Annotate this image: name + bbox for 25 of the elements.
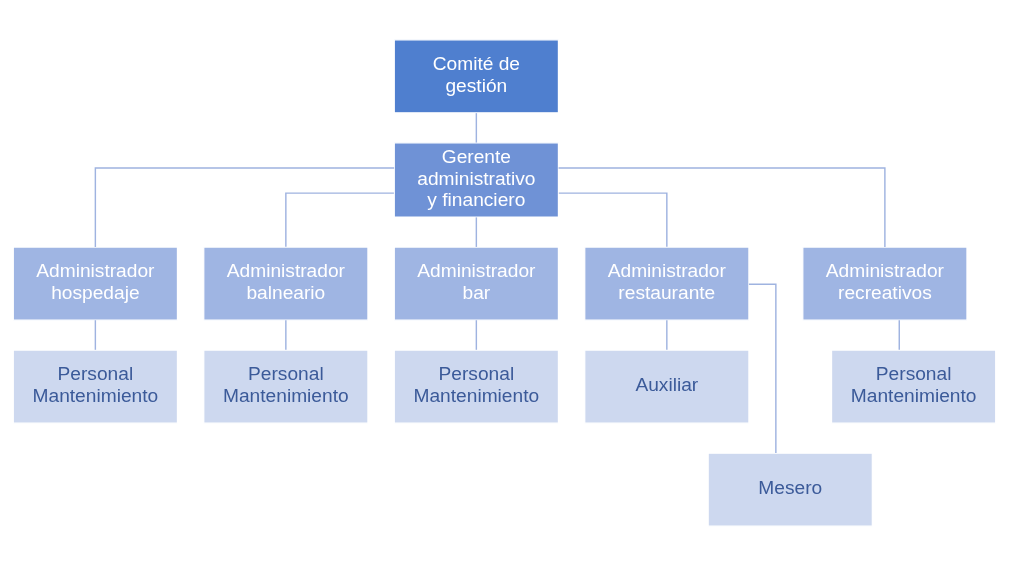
connector [558, 191, 668, 248]
connector [557, 166, 886, 248]
node-box: Personal Mantenimiento [830, 349, 997, 424]
connector [285, 191, 395, 248]
node-box: Administrador hospedaje [12, 245, 179, 321]
node-box: Personal Mantenimiento [393, 349, 559, 424]
connector [475, 111, 478, 143]
connector [94, 319, 97, 350]
node-box: Personal Mantenimiento [12, 349, 179, 424]
node-box: Comité de gestión [393, 38, 559, 113]
node-box: Auxiliar [584, 349, 750, 424]
connector [898, 319, 900, 350]
node-box: Administrador balneario [203, 245, 369, 321]
node-box: Administrador bar [393, 245, 559, 321]
connector [94, 166, 395, 248]
connector [748, 282, 777, 454]
connector [666, 319, 668, 350]
node-box: Administrador restaurante [584, 245, 750, 321]
connector [285, 319, 287, 350]
node-box: Personal Mantenimiento [203, 349, 369, 424]
node-box: Gerente administrativo y financiero [393, 141, 559, 218]
node-box: Administrador recreativos [802, 245, 968, 321]
connector [475, 216, 478, 248]
connector [475, 319, 478, 350]
node-box: Mesero [707, 452, 873, 527]
